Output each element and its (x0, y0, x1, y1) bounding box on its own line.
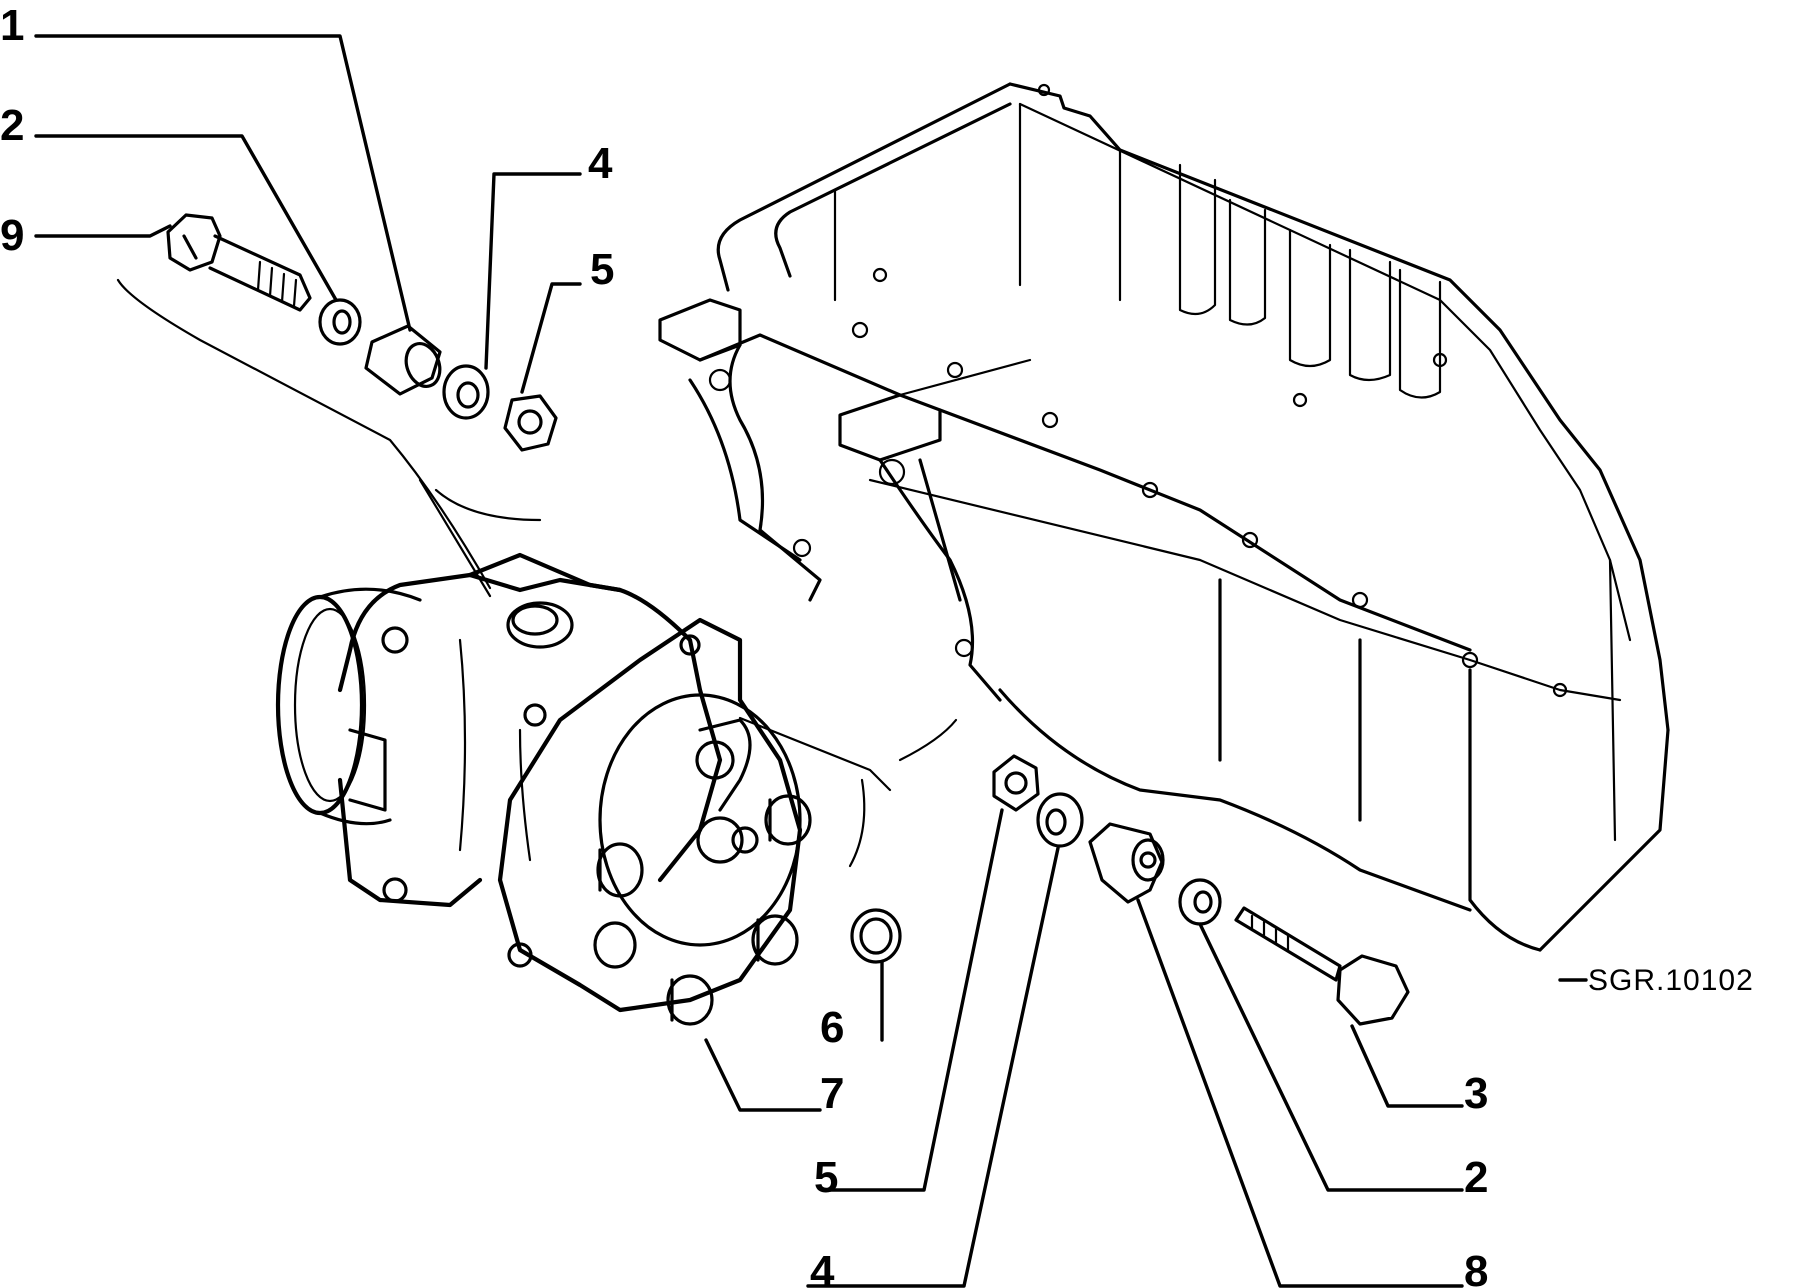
callout-1: 1 (0, 1, 24, 50)
upper-bolt-9 (166, 213, 312, 312)
lower-lock-washer-2 (1178, 878, 1222, 926)
callout-9: 9 (0, 211, 24, 260)
ac-compressor (275, 552, 812, 1026)
lower-nut-5 (992, 754, 1040, 812)
engine-sump-housing (658, 82, 1670, 952)
upper-nut-5 (503, 394, 558, 452)
callout-2: 2 (0, 101, 24, 150)
lower-flat-washer-4 (1036, 792, 1084, 848)
callout-2-lower: 2 (1464, 1153, 1488, 1202)
callout-5-lower: 5 (814, 1153, 838, 1202)
callout-5: 5 (590, 245, 614, 294)
callout-6: 6 (820, 1003, 844, 1052)
drawing-reference: SGR.10102 (1588, 964, 1754, 997)
callout-7: 7 (820, 1069, 844, 1118)
upper-lock-washer-2 (318, 298, 362, 346)
upper-spacer-sleeve-1 (364, 324, 442, 396)
callout-8: 8 (1464, 1247, 1488, 1288)
callout-4: 4 (588, 139, 613, 188)
callout-4-lower: 4 (810, 1247, 835, 1288)
leader-lines (34, 34, 1588, 1288)
callout-labels: 1 2 9 4 5 6 7 5 4 8 2 3 (0, 1, 1488, 1288)
o-ring-6 (850, 908, 902, 964)
lower-spacer-sleeve-8 (1088, 822, 1165, 904)
upper-flat-washer-4 (442, 364, 490, 420)
callout-3: 3 (1464, 1069, 1488, 1118)
lower-bolt-3 (1234, 906, 1410, 1026)
